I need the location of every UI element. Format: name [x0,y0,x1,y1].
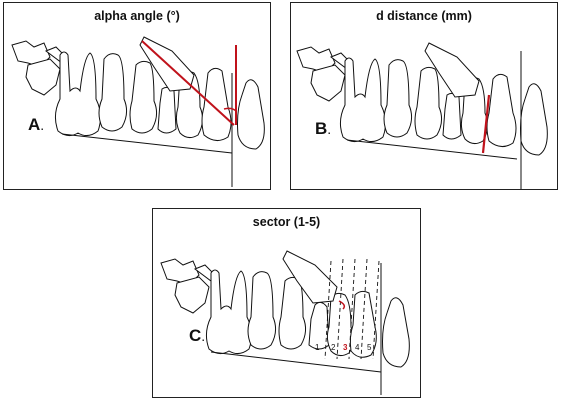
panel-d-distance: d distance (mm) B. [290,2,558,190]
panel-title: d distance (mm) [376,9,472,23]
sector-label-3: 3 [343,343,348,352]
sector-label-2: 2 [331,343,336,352]
dental-arch-drawing: 1 2 3 4 5 [160,250,410,395]
dental-arch-drawing [296,42,548,189]
panel-sector: sector (1-5) C. 1 2 3 4 [152,208,421,398]
canine-axis-line [141,40,235,126]
dental-arch-drawing [11,36,265,187]
sector-label-5: 5 [367,343,372,352]
panel-letter: A. [28,115,45,134]
sector-label-4: 4 [355,343,360,352]
d-distance-line [481,94,491,154]
occlusal-plane-line [61,133,233,154]
panel-title: sector (1-5) [252,215,321,229]
teeth-group [11,36,265,150]
panel-letter: C. [189,326,206,345]
canine-cusp-marker [338,300,346,310]
panel-title: alpha angle (°) [94,9,180,23]
panel-letter: B. [315,119,332,138]
occlusal-plane-line [346,139,518,160]
sector-boundaries [324,258,380,360]
teeth-group [296,42,548,156]
alpha-angle-arc [223,107,237,112]
panel-alpha-angle: alpha angle (°) A. [3,2,271,190]
occlusal-plane-line [210,351,382,373]
teeth-group [160,250,410,368]
sector-label-1: 1 [315,343,320,352]
